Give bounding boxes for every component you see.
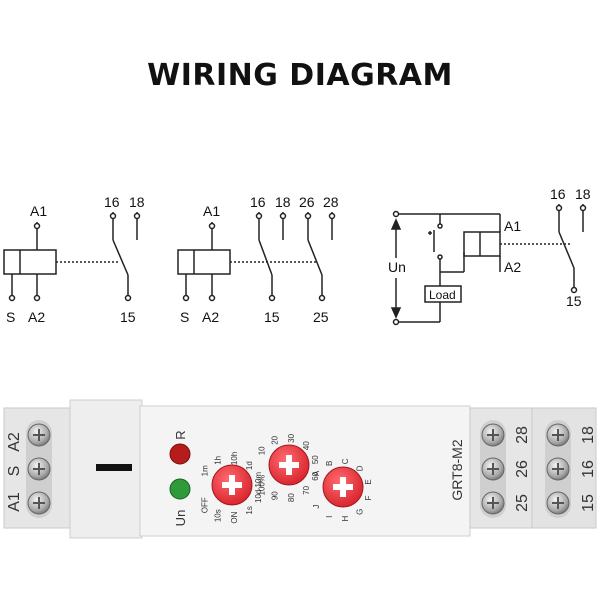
function-knob-scale-label: F: [364, 495, 373, 500]
d1-label-16: 16: [104, 194, 120, 210]
range-knob-scale-label: ON: [230, 511, 239, 523]
d2-label-18: 18: [275, 194, 291, 210]
d2-label-28: 28: [323, 194, 339, 210]
d2-label-26: 26: [299, 194, 315, 210]
percent-knob-scale-label: 50: [311, 455, 320, 464]
terminal-screw[interactable]: [27, 491, 51, 515]
percent-knob-scale-label: 80: [287, 493, 296, 502]
function-knob-scale-label: H: [341, 515, 350, 521]
d1-label-18: 18: [129, 194, 145, 210]
power-indicator-label: Un: [173, 510, 188, 527]
d3-label-16: 16: [550, 186, 566, 202]
range-knob-scale-label: 10h: [230, 452, 239, 465]
terminal-label-s: S: [6, 466, 23, 477]
function-knob-scale-label: A: [312, 470, 321, 476]
percent-knob-scale-label: 30: [287, 433, 296, 442]
terminal-label-a2: A2: [6, 432, 23, 452]
percent-knob-scale-label: 100%: [257, 475, 266, 495]
d2-label-25: 25: [313, 309, 329, 325]
percent-knob-scale-label: 40: [302, 441, 311, 450]
d3-label-a1: A1: [504, 218, 521, 234]
diagram-3-trigger-circuit: [390, 204, 587, 326]
d2-label-a2: A2: [202, 309, 219, 325]
function-knob-scale-label: B: [325, 461, 334, 466]
percent-knob[interactable]: [268, 444, 310, 486]
terminal-screw[interactable]: [27, 423, 51, 447]
diagram-2-double-relay: [177, 212, 336, 302]
d1-label-15: 15: [120, 309, 136, 325]
range-knob-scale-label: 1d: [245, 461, 254, 470]
terminal-screw[interactable]: [27, 457, 51, 481]
din-slot: [96, 464, 132, 471]
range-knob[interactable]: [211, 464, 253, 506]
terminal-screw[interactable]: [481, 423, 505, 447]
d3-label-a2: A2: [504, 259, 521, 275]
d1-label-a1: A1: [30, 203, 47, 219]
d3-label-un: Un: [388, 259, 406, 275]
d3-label-load: Load: [429, 288, 456, 302]
d2-label-15: 15: [264, 309, 280, 325]
function-knob-scale-label: D: [355, 465, 364, 471]
range-knob-scale-label: 10d: [254, 490, 263, 503]
range-knob-scale-label: 1s: [245, 506, 254, 514]
terminal-screw[interactable]: [546, 423, 570, 447]
diagram-1-single-relay: [3, 212, 141, 302]
model-label: GRT8-M2: [449, 439, 465, 500]
d1-label-a2: A2: [28, 309, 45, 325]
d2-label-s: S: [180, 309, 189, 325]
function-knob-scale-label: I: [325, 516, 334, 518]
function-knob-scale-label: E: [364, 479, 373, 484]
range-knob-scale-label: 10m: [254, 472, 263, 488]
terminal-screw[interactable]: [546, 491, 570, 515]
terminal-screw[interactable]: [481, 457, 505, 481]
range-knob-scale-label: 1m: [200, 465, 209, 476]
percent-knob-scale-label: 90: [270, 491, 279, 500]
terminal-label-16: 16: [580, 460, 597, 478]
relay-led: [169, 443, 191, 465]
range-knob-scale-label: 10s: [213, 509, 222, 522]
power-led: [169, 478, 191, 500]
d2-label-a1: A1: [203, 203, 220, 219]
function-knob-scale-label: J: [312, 505, 321, 509]
terminal-label-28: 28: [514, 426, 531, 444]
d3-label-15: 15: [566, 293, 582, 309]
range-knob-scale-label: 1h: [213, 456, 222, 465]
wiring-diagrams: A1 S A2 16 18 15 A1 S A2 16 18 26 28 15 …: [3, 186, 591, 326]
terminal-screw[interactable]: [481, 491, 505, 515]
function-knob[interactable]: [322, 466, 364, 508]
terminal-label-a1: A1: [6, 492, 23, 512]
terminal-screw[interactable]: [546, 457, 570, 481]
page-title: WIRING DIAGRAM: [147, 58, 453, 93]
relay-indicator-label: R: [173, 430, 188, 439]
terminal-label-15: 15: [580, 494, 597, 512]
percent-knob-scale-label: 20: [270, 435, 279, 444]
terminal-label-18: 18: [580, 426, 597, 444]
terminal-label-25: 25: [514, 494, 531, 512]
percent-knob-scale-label: 70: [302, 485, 311, 494]
d3-label-18: 18: [575, 186, 591, 202]
d1-label-s: S: [6, 309, 15, 325]
d2-label-16: 16: [250, 194, 266, 210]
terminal-label-26: 26: [514, 460, 531, 478]
percent-knob-scale-label: 60: [311, 471, 320, 480]
function-knob-scale-label: C: [341, 458, 350, 464]
function-knob-scale-label: G: [355, 509, 364, 515]
range-knob-scale-label: OFF: [200, 497, 209, 513]
percent-knob-scale-label: 10: [257, 446, 266, 455]
